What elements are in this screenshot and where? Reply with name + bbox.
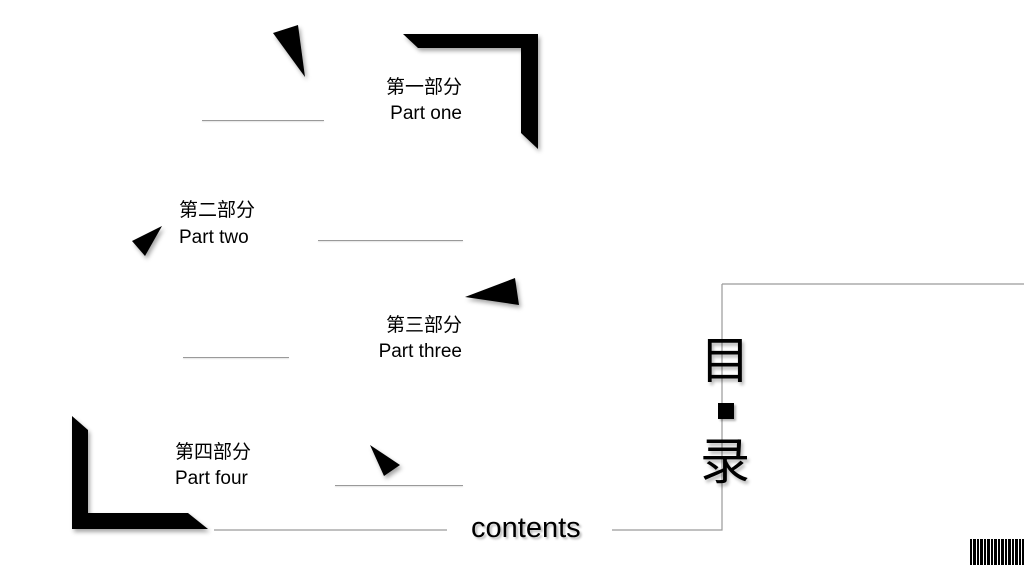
section-4-title-en: Part four	[175, 468, 248, 489]
section-3-rule	[183, 357, 289, 358]
corner-bracket-bottom-icon	[72, 416, 208, 529]
section-2-title-en: Part two	[179, 227, 249, 248]
barcode-strip-icon	[970, 539, 1024, 565]
section-4-title-cn: 第四部分	[175, 441, 252, 463]
section-2-title-cn: 第二部分	[179, 199, 256, 221]
section-1-rule	[202, 120, 324, 121]
triangle-arrow-icon	[273, 25, 305, 77]
section-3-title-cn: 第三部分	[385, 314, 462, 336]
section-2-rule	[318, 240, 463, 241]
section-3-title-en: Part three	[378, 341, 462, 362]
section-4-rule	[335, 485, 463, 486]
title-char-bottom: 录	[700, 433, 750, 491]
frame-line	[612, 284, 723, 531]
triangle-arrow-icon	[370, 445, 400, 476]
triangle-arrow-icon	[465, 278, 519, 305]
title-char-top: 目	[700, 332, 750, 390]
corner-bracket-top-icon	[403, 34, 538, 149]
section-1-title-en: Part one	[390, 103, 462, 124]
section-1-title-cn: 第一部分	[385, 76, 462, 98]
triangle-arrow-icon	[132, 226, 162, 256]
square-separator-icon	[718, 403, 734, 419]
contents-subtitle: contents	[471, 512, 581, 544]
